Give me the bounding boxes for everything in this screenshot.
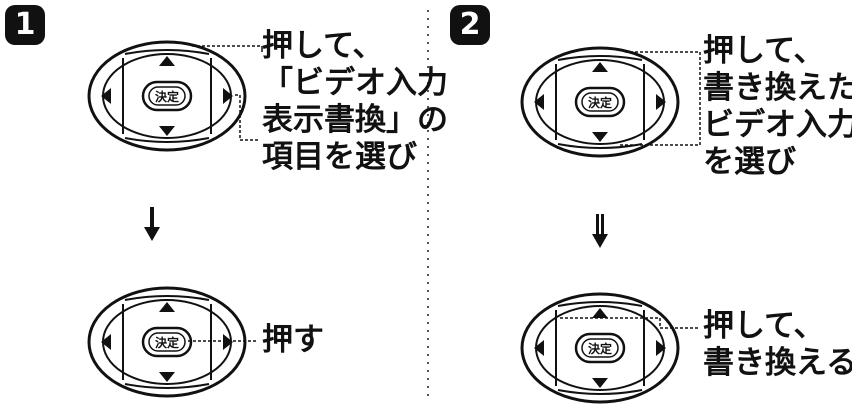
right-arrow-icon[interactable] — [656, 340, 666, 356]
down-arrow-icon — [144, 207, 160, 241]
down-arrow-icon[interactable] — [159, 126, 175, 136]
directional-pad-1[interactable]: 決定 — [87, 40, 247, 152]
ok-button-label: 決定 — [588, 95, 612, 110]
up-arrow-icon[interactable] — [592, 62, 608, 72]
down-arrow-icon[interactable] — [592, 132, 608, 142]
divider-line — [427, 10, 429, 398]
down-arrow-icon — [592, 214, 608, 248]
instruction-line: 「ビデオ入力 — [262, 65, 448, 101]
step-1-result: 押す — [262, 322, 324, 359]
instruction-line: 書き換えたい — [703, 70, 852, 106]
instruction-line: 項目を選び — [262, 139, 417, 175]
up-arrow-icon[interactable] — [592, 308, 608, 318]
directional-pad-3[interactable]: 決定 — [87, 286, 247, 398]
instruction-line: を選び — [703, 144, 796, 180]
ok-button-label: 決定 — [155, 89, 179, 104]
directional-pad-4[interactable]: 決定 — [520, 292, 680, 404]
ok-button-label: 決定 — [155, 335, 179, 350]
result-line: 押す — [262, 322, 324, 358]
instruction-line: 押して、 — [703, 33, 825, 69]
up-arrow-icon[interactable] — [159, 56, 175, 66]
step-2-result: 押して、 書き換える — [703, 308, 852, 382]
instruction-line: 押して、 — [262, 28, 384, 64]
ok-button-label: 決定 — [588, 341, 612, 356]
instruction-line: ビデオ入力 — [703, 107, 852, 143]
right-arrow-icon[interactable] — [223, 334, 233, 350]
left-arrow-icon[interactable] — [101, 334, 111, 350]
left-arrow-icon[interactable] — [534, 94, 544, 110]
step-1-badge: 1 — [5, 5, 45, 45]
up-arrow-icon[interactable] — [159, 302, 175, 312]
instruction-line: 表示書換」の — [262, 102, 448, 138]
step-2-badge: 2 — [450, 5, 490, 45]
result-line: 書き換える — [703, 345, 852, 381]
left-arrow-icon[interactable] — [534, 340, 544, 356]
step-1-instruction: 押して、 「ビデオ入力 表示書換」の 項目を選び — [262, 28, 448, 176]
right-arrow-icon[interactable] — [223, 88, 233, 104]
result-line: 押して、 — [703, 308, 825, 344]
down-arrow-icon[interactable] — [159, 372, 175, 382]
directional-pad-2[interactable]: 決定 — [520, 46, 680, 158]
step-2-instruction: 押して、 書き換えたい ビデオ入力 を選び — [703, 33, 852, 181]
left-arrow-icon[interactable] — [101, 88, 111, 104]
down-arrow-icon[interactable] — [592, 378, 608, 388]
